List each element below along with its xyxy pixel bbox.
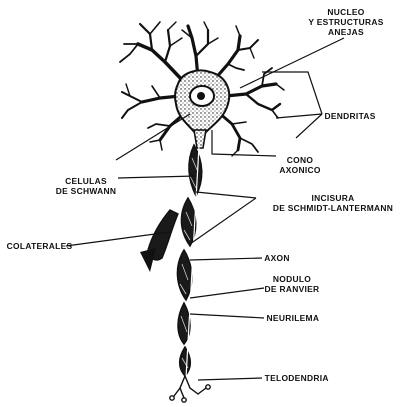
collateral-branch: [140, 210, 178, 272]
label-colaterales: COLATERALES: [7, 241, 73, 251]
nucleolus: [197, 92, 205, 100]
label-nucleo: NUCLEO Y ESTRUCTURAS ANEJAS: [307, 7, 385, 37]
cell-body: [175, 71, 229, 149]
axon-hillock: [194, 130, 206, 148]
label-cono-axonico: CONO AXONICO: [275, 155, 326, 175]
label-incisura: INCISURA DE SCHMIDT-LANTERMANN: [260, 193, 407, 213]
label-neurilema: NEURILEMA: [267, 313, 320, 323]
myelin-sheath: [177, 145, 201, 376]
label-dendritas: DENDRITAS: [325, 111, 376, 121]
label-celulas-schwann: CELULAS DE SCHWANN: [51, 176, 122, 196]
label-telodendria: TELODENDRIA: [265, 373, 329, 383]
label-axon: AXON: [264, 253, 290, 263]
label-nodulo-ranvier: NODULO DE RANVIER: [263, 274, 322, 294]
